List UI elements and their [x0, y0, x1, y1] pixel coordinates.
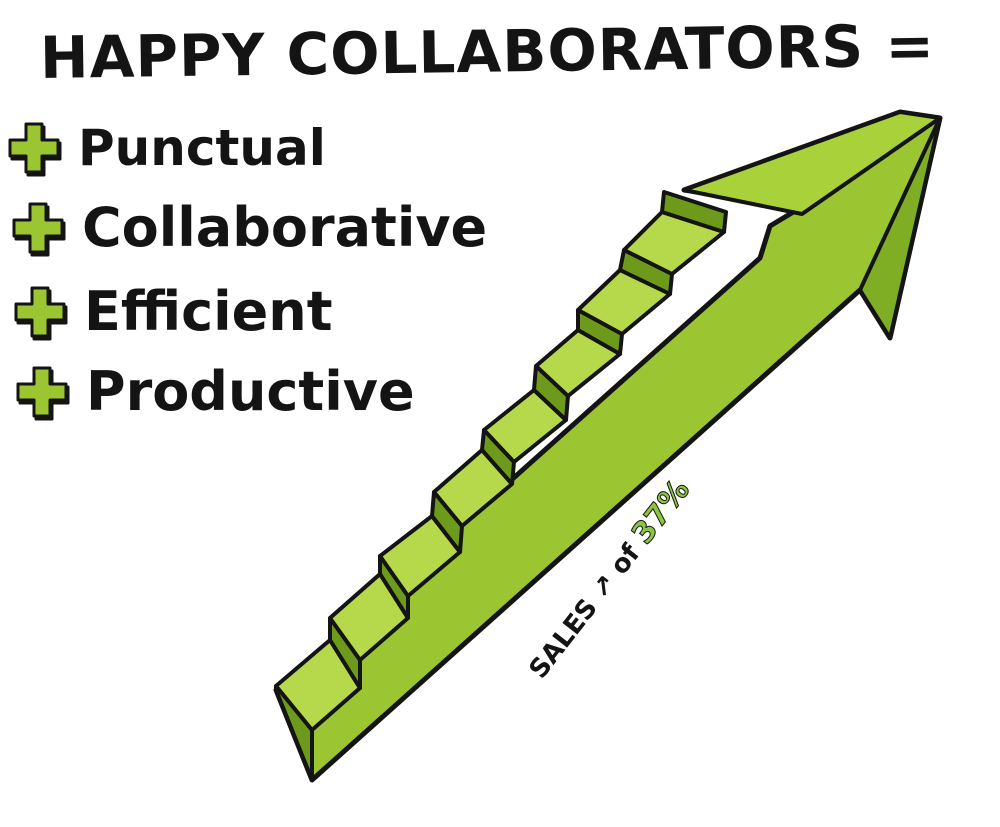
- benefit-item: Punctual: [4, 118, 326, 178]
- benefit-item: Efficient: [10, 280, 333, 343]
- benefit-label: Punctual: [78, 119, 326, 177]
- plus-icon: [4, 118, 64, 178]
- plus-icon: [8, 198, 68, 258]
- plus-icon: [10, 282, 70, 342]
- benefit-label: Collaborative: [82, 196, 488, 259]
- benefit-item: Collaborative: [8, 196, 487, 259]
- benefit-label: Efficient: [84, 280, 333, 343]
- benefit-label: Productive: [86, 360, 415, 423]
- benefit-item: Productive: [12, 360, 415, 423]
- plus-icon: [12, 362, 72, 422]
